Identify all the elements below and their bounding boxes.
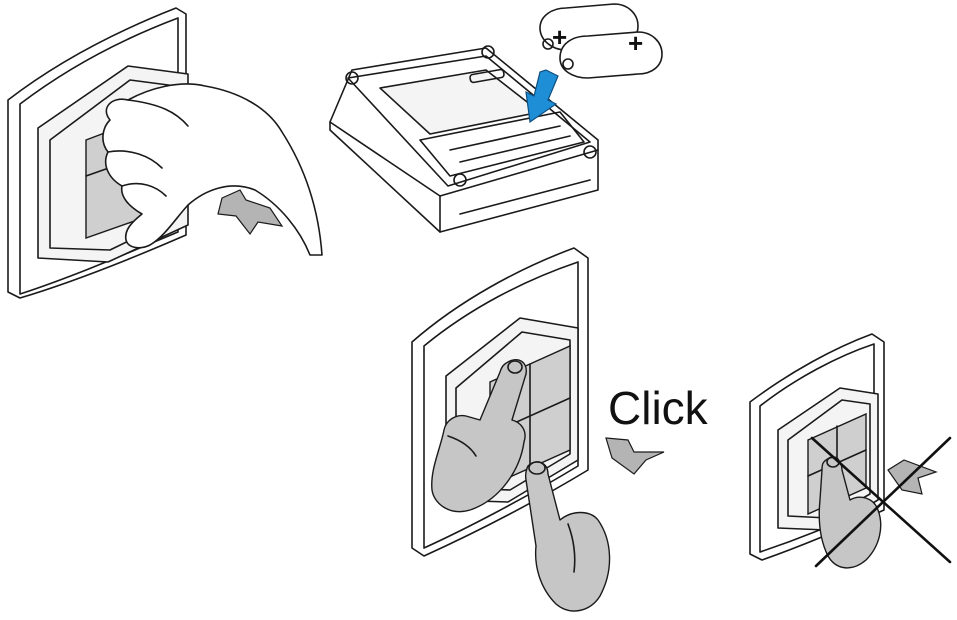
press-two-rockers-illustration: Click (411, 247, 709, 612)
do-not-press-illustration (749, 333, 952, 569)
insert-arrow-icon (525, 69, 559, 124)
cross-line (810, 436, 952, 564)
insert-batteries-illustration: + + (329, 3, 663, 233)
remove-switch-illustration (7, 7, 323, 299)
click-label: Click (608, 382, 709, 434)
battery-icon: + (559, 28, 663, 79)
svg-text:+: + (552, 22, 567, 52)
svg-text:+: + (628, 28, 643, 58)
cross-line (814, 436, 952, 568)
